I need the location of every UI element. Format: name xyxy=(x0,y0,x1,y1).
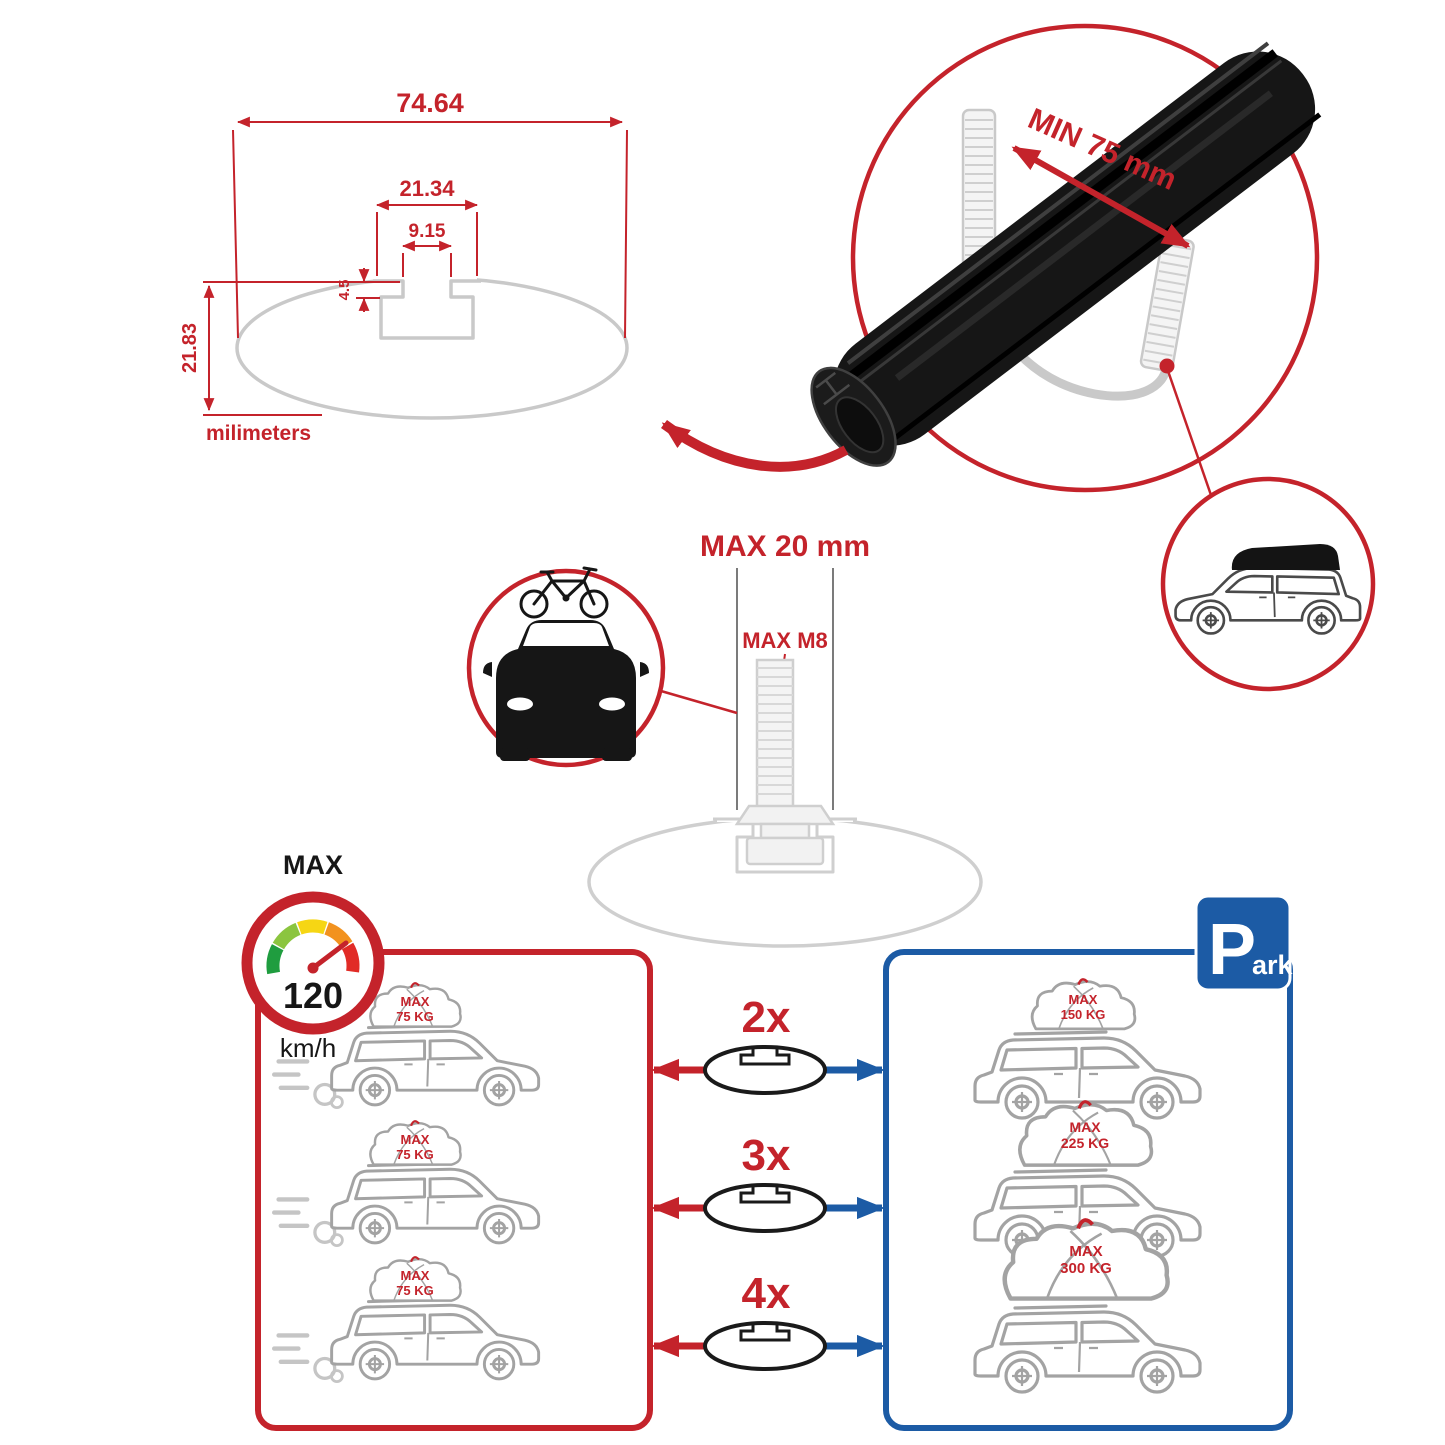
badge-leader-line-2 xyxy=(660,689,738,715)
multiplier-label: 2x xyxy=(742,993,791,1042)
speed-max-label: MAX xyxy=(283,850,343,880)
profile-dimension-diagram: 74.64 21.34 9.15 4.5 21.83 milimeters xyxy=(179,88,629,445)
profile-pointer-arrow xyxy=(661,419,849,472)
bolt-width-ext-lines xyxy=(736,568,834,812)
multiplier-label: 3x xyxy=(742,1131,791,1180)
moving-car-row-1: MAX 75 KG xyxy=(274,982,541,1107)
bolt-icon xyxy=(734,658,836,866)
speed-limit-gauge: MAX 120 km/h xyxy=(241,850,385,1063)
parking-sign-letter: P xyxy=(1208,910,1256,990)
crossbar-closeup: MIN 75 mm xyxy=(661,23,1376,692)
dim-ext-total-height xyxy=(203,281,371,416)
cargo-max-label: MAX xyxy=(1069,992,1098,1007)
cargo-max-label: MAX xyxy=(1069,1119,1101,1135)
bolt-max-thread-label: MAX M8 xyxy=(742,628,828,653)
cargo-weight-label: 75 KG xyxy=(396,1283,434,1298)
dim-slot-lip-depth: 4.5 xyxy=(336,280,353,301)
cargo-max-label: MAX xyxy=(401,1132,430,1147)
parking-sign: P ark xyxy=(1194,894,1294,992)
cargo-weight-label: 225 KG xyxy=(1061,1135,1109,1151)
dim-total-height: 21.83 xyxy=(179,323,201,373)
dim-slot-opening-width: 9.15 xyxy=(409,221,446,242)
parked-car-row-2: MAX 225 KG xyxy=(973,1100,1202,1258)
dim-ext-total-width xyxy=(232,129,628,339)
gauge-pivot xyxy=(307,962,319,974)
dim-ext-slot-opening xyxy=(402,253,452,277)
speed-units: km/h xyxy=(280,1033,336,1063)
profile-t-slot xyxy=(373,279,481,340)
cargo-weight-label: 300 KG xyxy=(1060,1260,1112,1277)
cargo-max-label: MAX xyxy=(401,994,430,1009)
bolt-spec-diagram: MAX 20 mm MAX M8 xyxy=(466,530,983,948)
bolt-max-width-label: MAX 20 mm xyxy=(700,530,870,563)
cargo-max-label: MAX xyxy=(1069,1243,1102,1260)
multiplier-row-1: 2x xyxy=(651,993,885,1095)
min-clamp-arrow xyxy=(1011,145,1191,249)
roof-box-icon xyxy=(1231,544,1340,570)
multiplier-row-2: 3x xyxy=(651,1131,885,1233)
speed-value: 120 xyxy=(283,975,343,1016)
suv-roofbox-badge xyxy=(1160,476,1376,692)
multiplier-row-3: 4x xyxy=(651,1269,885,1371)
moving-car-row-3: MAX 75 KG xyxy=(274,1256,541,1381)
dim-ext-slot-outer xyxy=(376,212,478,276)
cargo-max-label: MAX xyxy=(401,1268,430,1283)
profile-slot-mark xyxy=(739,1186,791,1204)
multiplier-label: 4x xyxy=(742,1269,791,1318)
moving-car-row-2: MAX 75 KG xyxy=(274,1120,541,1245)
crossbar-profile-icon xyxy=(703,1321,827,1371)
dim-total-width: 74.64 xyxy=(396,88,464,118)
badge-leader-line xyxy=(1165,367,1214,499)
parking-sign-rest: ark xyxy=(1252,950,1294,980)
profile-slot-mark xyxy=(739,1048,791,1066)
profile-slot-gap xyxy=(375,271,477,282)
bicycle-icon xyxy=(519,566,609,619)
cargo-weight-label: 75 KG xyxy=(396,1009,434,1024)
gauge-arc xyxy=(266,919,360,975)
crossbar-profile-icon xyxy=(703,1183,827,1233)
car-front-icon xyxy=(483,620,649,761)
profile-slot-mark xyxy=(739,1324,791,1342)
parked-car-row-1: MAX 150 KG xyxy=(973,978,1202,1120)
bike-car-badge xyxy=(466,566,738,768)
capacity-panels: P ark MAX 75 KG MAX 75 KG MAX 75 KG xyxy=(255,894,1294,1431)
dim-slot-outer-width: 21.34 xyxy=(399,176,455,201)
units-label: milimeters xyxy=(206,422,311,445)
clamp-point-dot xyxy=(1159,358,1175,374)
cargo-weight-label: 75 KG xyxy=(396,1147,434,1162)
parked-car-row-3: MAX 300 KG xyxy=(973,1220,1202,1394)
cargo-weight-label: 150 KG xyxy=(1061,1007,1106,1022)
crossbar-profile-icon xyxy=(703,1045,827,1095)
gauge-needle xyxy=(310,940,349,971)
